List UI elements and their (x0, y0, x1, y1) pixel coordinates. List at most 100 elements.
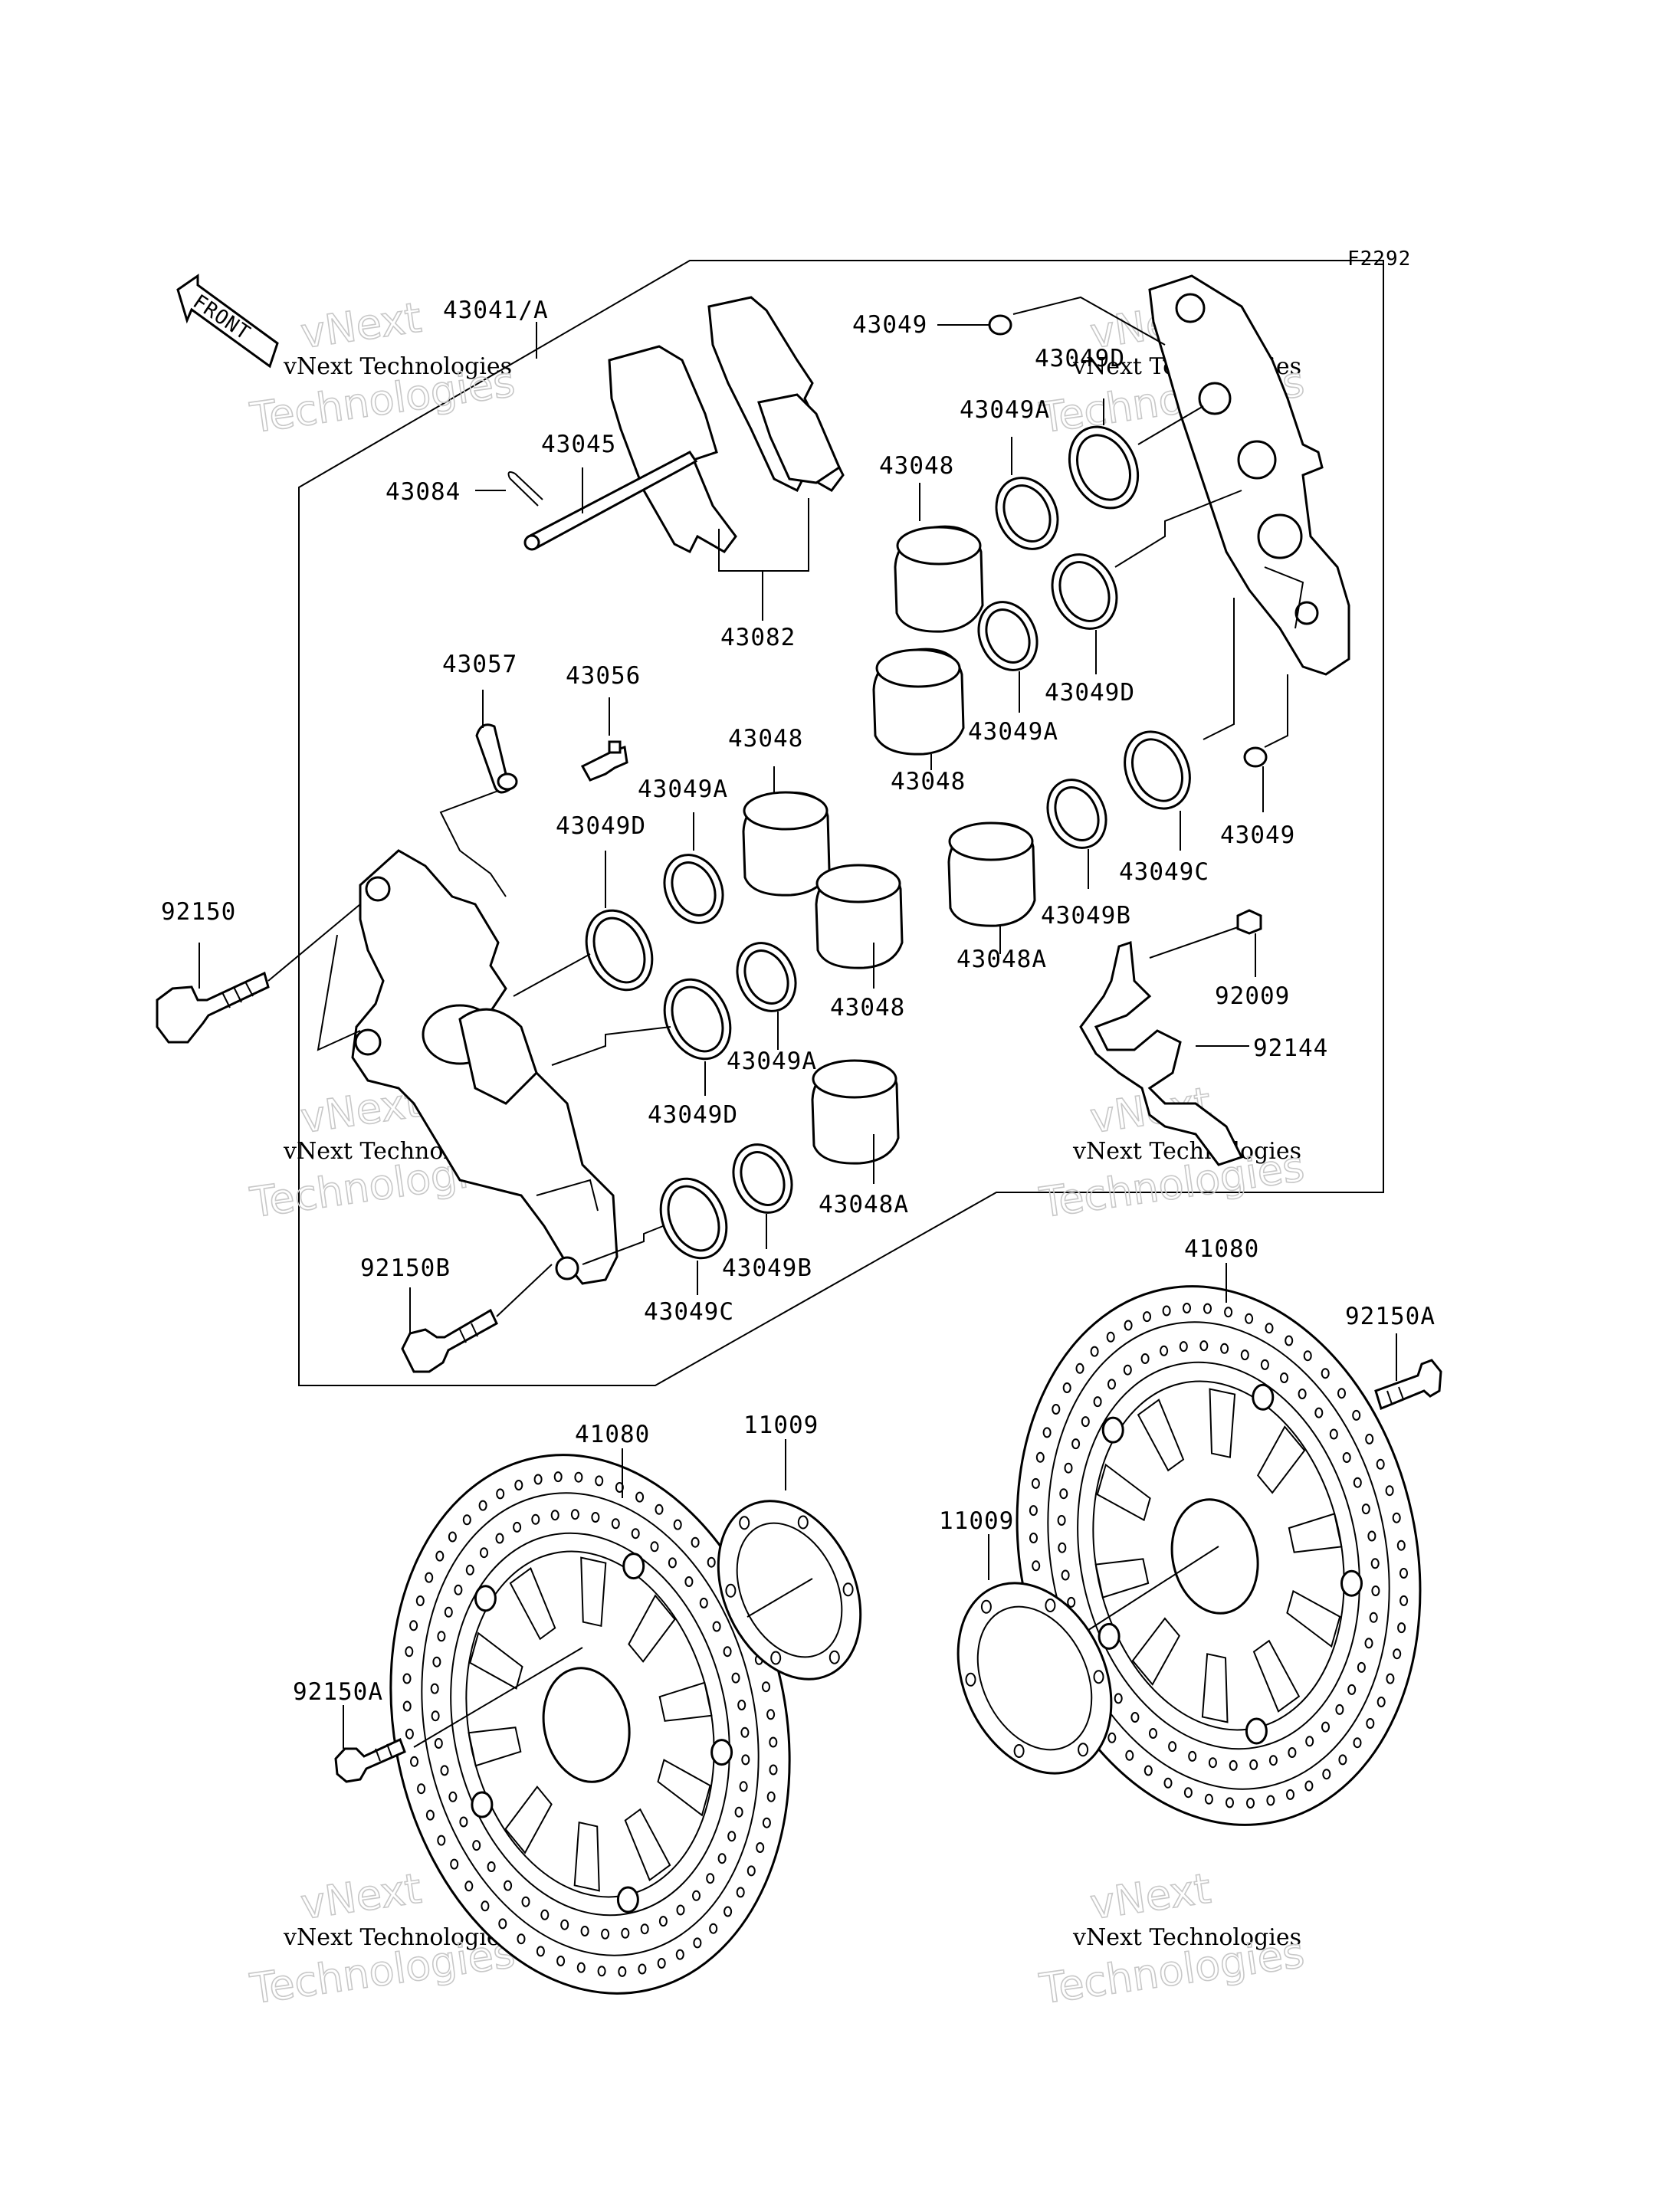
caliper-bolt (401, 1308, 498, 1373)
drilled-hole (1353, 1477, 1362, 1488)
disc-spoke-cutout (1201, 1653, 1229, 1723)
drilled-hole (560, 1919, 569, 1930)
drilled-hole (1240, 1349, 1249, 1361)
drilled-hole (1035, 1451, 1045, 1463)
drilled-hole (618, 1966, 627, 1977)
dust-seal (743, 949, 789, 1005)
disc-spoke-cutout (1094, 1558, 1150, 1599)
piston-seal (1131, 738, 1183, 802)
drilled-hole (640, 1923, 649, 1935)
drilled-hole (444, 1606, 453, 1618)
part-label: 43056 (566, 662, 641, 690)
drilled-hole (437, 1835, 446, 1846)
shim-hole (770, 1651, 782, 1665)
drilled-hole (1123, 1364, 1132, 1376)
drilled-hole (1064, 1462, 1073, 1474)
watermark-text: vNext Technologies (1072, 1138, 1301, 1165)
drilled-hole (1130, 1712, 1140, 1723)
part-label: 43041/A (443, 297, 549, 324)
drilled-hole (739, 1781, 748, 1792)
part-label: 43048A (956, 946, 1047, 973)
part-label: 43048 (830, 994, 905, 1021)
washer (988, 314, 1012, 336)
drilled-hole (1347, 1684, 1357, 1695)
part-label: 43049C (644, 1298, 734, 1326)
drilled-hole (556, 1956, 566, 1966)
pad-pin (523, 451, 698, 551)
dust-seal (985, 608, 1031, 664)
drilled-hole (1376, 1458, 1385, 1470)
drilled-hole (410, 1756, 418, 1767)
float-button (1245, 1717, 1268, 1745)
drilled-hole (1392, 1512, 1401, 1523)
disc-spoke-cutout (657, 1759, 711, 1817)
drilled-hole (684, 1576, 694, 1587)
drilled-hole (495, 1533, 504, 1544)
drilled-hole (405, 1728, 414, 1740)
drilled-hole (1305, 1736, 1314, 1747)
drilled-hole (480, 1547, 488, 1559)
part-label: 43084 (386, 478, 461, 506)
drilled-hole (769, 1736, 778, 1748)
drilled-hole (724, 1906, 733, 1917)
drilled-hole (1338, 1754, 1347, 1766)
drilled-hole (769, 1764, 778, 1776)
drilled-hole (435, 1550, 445, 1562)
float-button (1252, 1383, 1275, 1411)
drilled-hole (1067, 1596, 1076, 1608)
drilled-hole (504, 1880, 513, 1891)
part-label: 92150 (161, 898, 236, 926)
drilled-hole (1370, 1558, 1380, 1569)
drilled-hole (591, 1512, 600, 1523)
drilled-hole (481, 1900, 490, 1912)
drilled-hole (673, 1519, 682, 1530)
drilled-hole (709, 1923, 718, 1934)
drilled-hole (699, 1597, 708, 1608)
drilled-hole (706, 1873, 715, 1884)
part-label: 92150A (293, 1678, 383, 1706)
dust-seal (740, 1151, 786, 1206)
bleeder-cap (475, 723, 518, 794)
drilled-hole (1220, 1343, 1229, 1354)
drilled-hole (1071, 1438, 1081, 1450)
disc-spoke-cutout (469, 1631, 523, 1690)
drilled-hole (1399, 1595, 1409, 1606)
watermark-text: vNext Technologies (283, 353, 512, 380)
piston (872, 648, 965, 756)
drilled-hole (409, 1620, 418, 1631)
drilled-hole (727, 1831, 737, 1842)
drilled-hole (737, 1700, 746, 1710)
drilled-hole (1052, 1404, 1061, 1415)
drilled-hole (658, 1916, 668, 1927)
drilled-hole (1042, 1427, 1052, 1438)
drilled-hole (1304, 1780, 1314, 1792)
shim-hole (1045, 1599, 1056, 1612)
drilled-hole (1224, 1307, 1233, 1318)
drilled-hole (675, 1949, 684, 1960)
front-arrow-icon: FRONT (176, 274, 279, 369)
drilled-hole (521, 1896, 530, 1907)
piston-seal (667, 1185, 720, 1252)
part-label: 92009 (1215, 982, 1290, 1010)
drilled-hole (693, 1937, 702, 1949)
drilled-hole (1352, 1409, 1361, 1421)
drilled-hole (723, 1646, 732, 1658)
hose-bracket (1079, 940, 1244, 1166)
part-label: 43048A (819, 1191, 909, 1218)
drilled-hole (1057, 1515, 1066, 1526)
drilled-hole (432, 1656, 441, 1667)
disc-spoke-cutout (1209, 1388, 1236, 1458)
drilled-hole (1075, 1362, 1084, 1374)
shim-hole (842, 1582, 854, 1597)
disc-bolt (334, 1737, 406, 1783)
drilled-hole (1396, 1540, 1406, 1551)
shim-hole (980, 1599, 992, 1614)
part-label: 43049A (960, 396, 1050, 424)
drilled-hole (1062, 1382, 1071, 1393)
drilled-hole (540, 1909, 550, 1920)
disc-spoke-cutout (1137, 1399, 1185, 1472)
drilled-hole (1322, 1769, 1331, 1780)
drilled-hole (1285, 1335, 1294, 1346)
drilled-hole (1090, 1346, 1099, 1357)
disc-spoke-cutout (1256, 1425, 1306, 1494)
